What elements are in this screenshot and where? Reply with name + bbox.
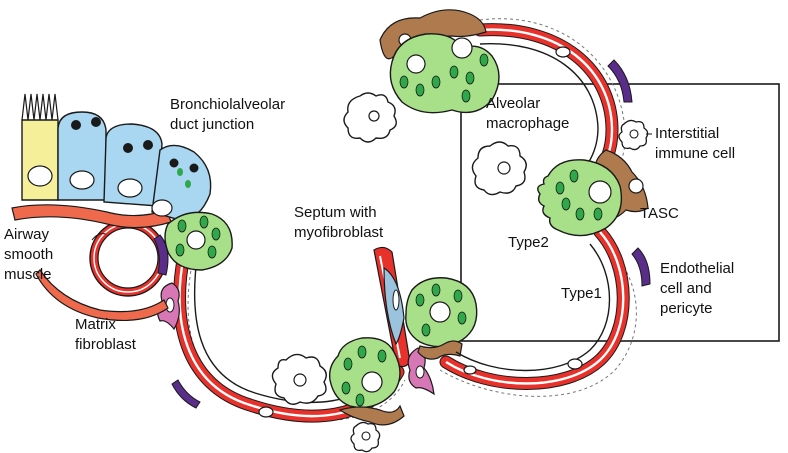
label-line: Endothelial <box>660 260 735 277</box>
fibroblast-icon <box>338 404 405 426</box>
label-line: fibroblast <box>75 336 136 353</box>
septum-with-myofibroblast-label: Septum with myofibroblast <box>294 203 383 243</box>
label-line: myofibroblast <box>294 224 384 241</box>
interstitial-immune-cell-icon <box>350 421 381 453</box>
label-line: Septum with <box>294 204 377 221</box>
label-line: macrophage <box>486 115 570 132</box>
label-line: Bronchiolalveolar <box>170 96 286 113</box>
alveolar-macrophage-icon <box>471 141 527 196</box>
alveolar-macrophage-label: Alveolar macrophage <box>486 94 569 134</box>
alveolar-macrophage-icon <box>271 353 327 405</box>
ciliated-cell-icon <box>21 93 59 201</box>
type2-cell-icon <box>537 159 623 237</box>
tasc-label: TASC <box>640 205 679 222</box>
endothelial-cell <box>607 59 633 103</box>
endothelial-cell <box>171 379 201 409</box>
label-line: duct junction <box>170 116 255 133</box>
label-line: smooth <box>4 246 54 263</box>
label-line: Alveolar <box>486 95 541 112</box>
type2-label: Type2 <box>508 234 549 251</box>
label-line: pericyte <box>660 300 713 317</box>
endothelial-cell-and-pericyte-label: Endothelial cell and pericyte <box>660 259 734 319</box>
label-line: Interstitial <box>655 125 720 142</box>
label-line: cell and <box>660 280 712 297</box>
interstitial-immune-cell-label: Interstitial immune cell <box>655 124 735 164</box>
type2-cell-icon <box>405 277 478 348</box>
bronchioalveolar-duct-junction-label: Bronchiolalveolar duct junction <box>170 95 285 135</box>
airway-smooth-muscle-label: Airway smooth muscle <box>4 225 53 285</box>
alveolar-macrophage-icon <box>343 92 397 143</box>
endothelial-cell <box>631 247 651 287</box>
interstitial-immune-cell-icon <box>618 119 649 151</box>
type2-cell-icon <box>328 337 401 409</box>
label-line: Airway <box>4 226 50 243</box>
matrix-fibroblast-label: Matrix fibroblast <box>75 315 136 355</box>
type1-label: Type1 <box>561 285 602 302</box>
club-cell-icon <box>57 111 212 221</box>
airway-vessel <box>89 219 169 297</box>
label-line: muscle <box>4 266 52 283</box>
label-line: immune cell <box>655 145 736 162</box>
type2-cell-icon <box>164 211 233 271</box>
capillary-nucleus <box>258 406 274 418</box>
type2-cell-icon <box>389 33 500 114</box>
label-line: Matrix <box>75 316 116 333</box>
